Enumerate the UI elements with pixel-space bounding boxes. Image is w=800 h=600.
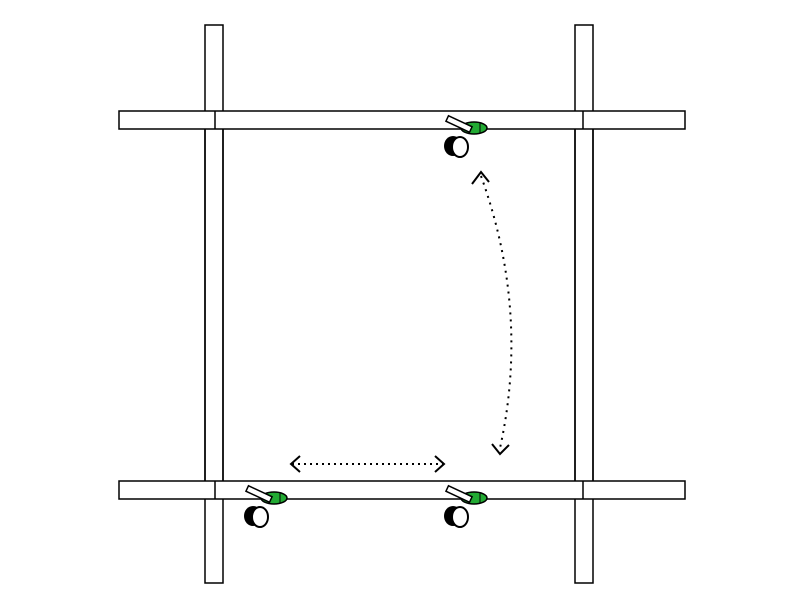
double-arrow-icon (289, 455, 446, 473)
horizontal-beam-top (118, 110, 686, 130)
curved-double-arrow-icon (471, 170, 513, 456)
horizontal-beam-bottom (118, 480, 686, 500)
